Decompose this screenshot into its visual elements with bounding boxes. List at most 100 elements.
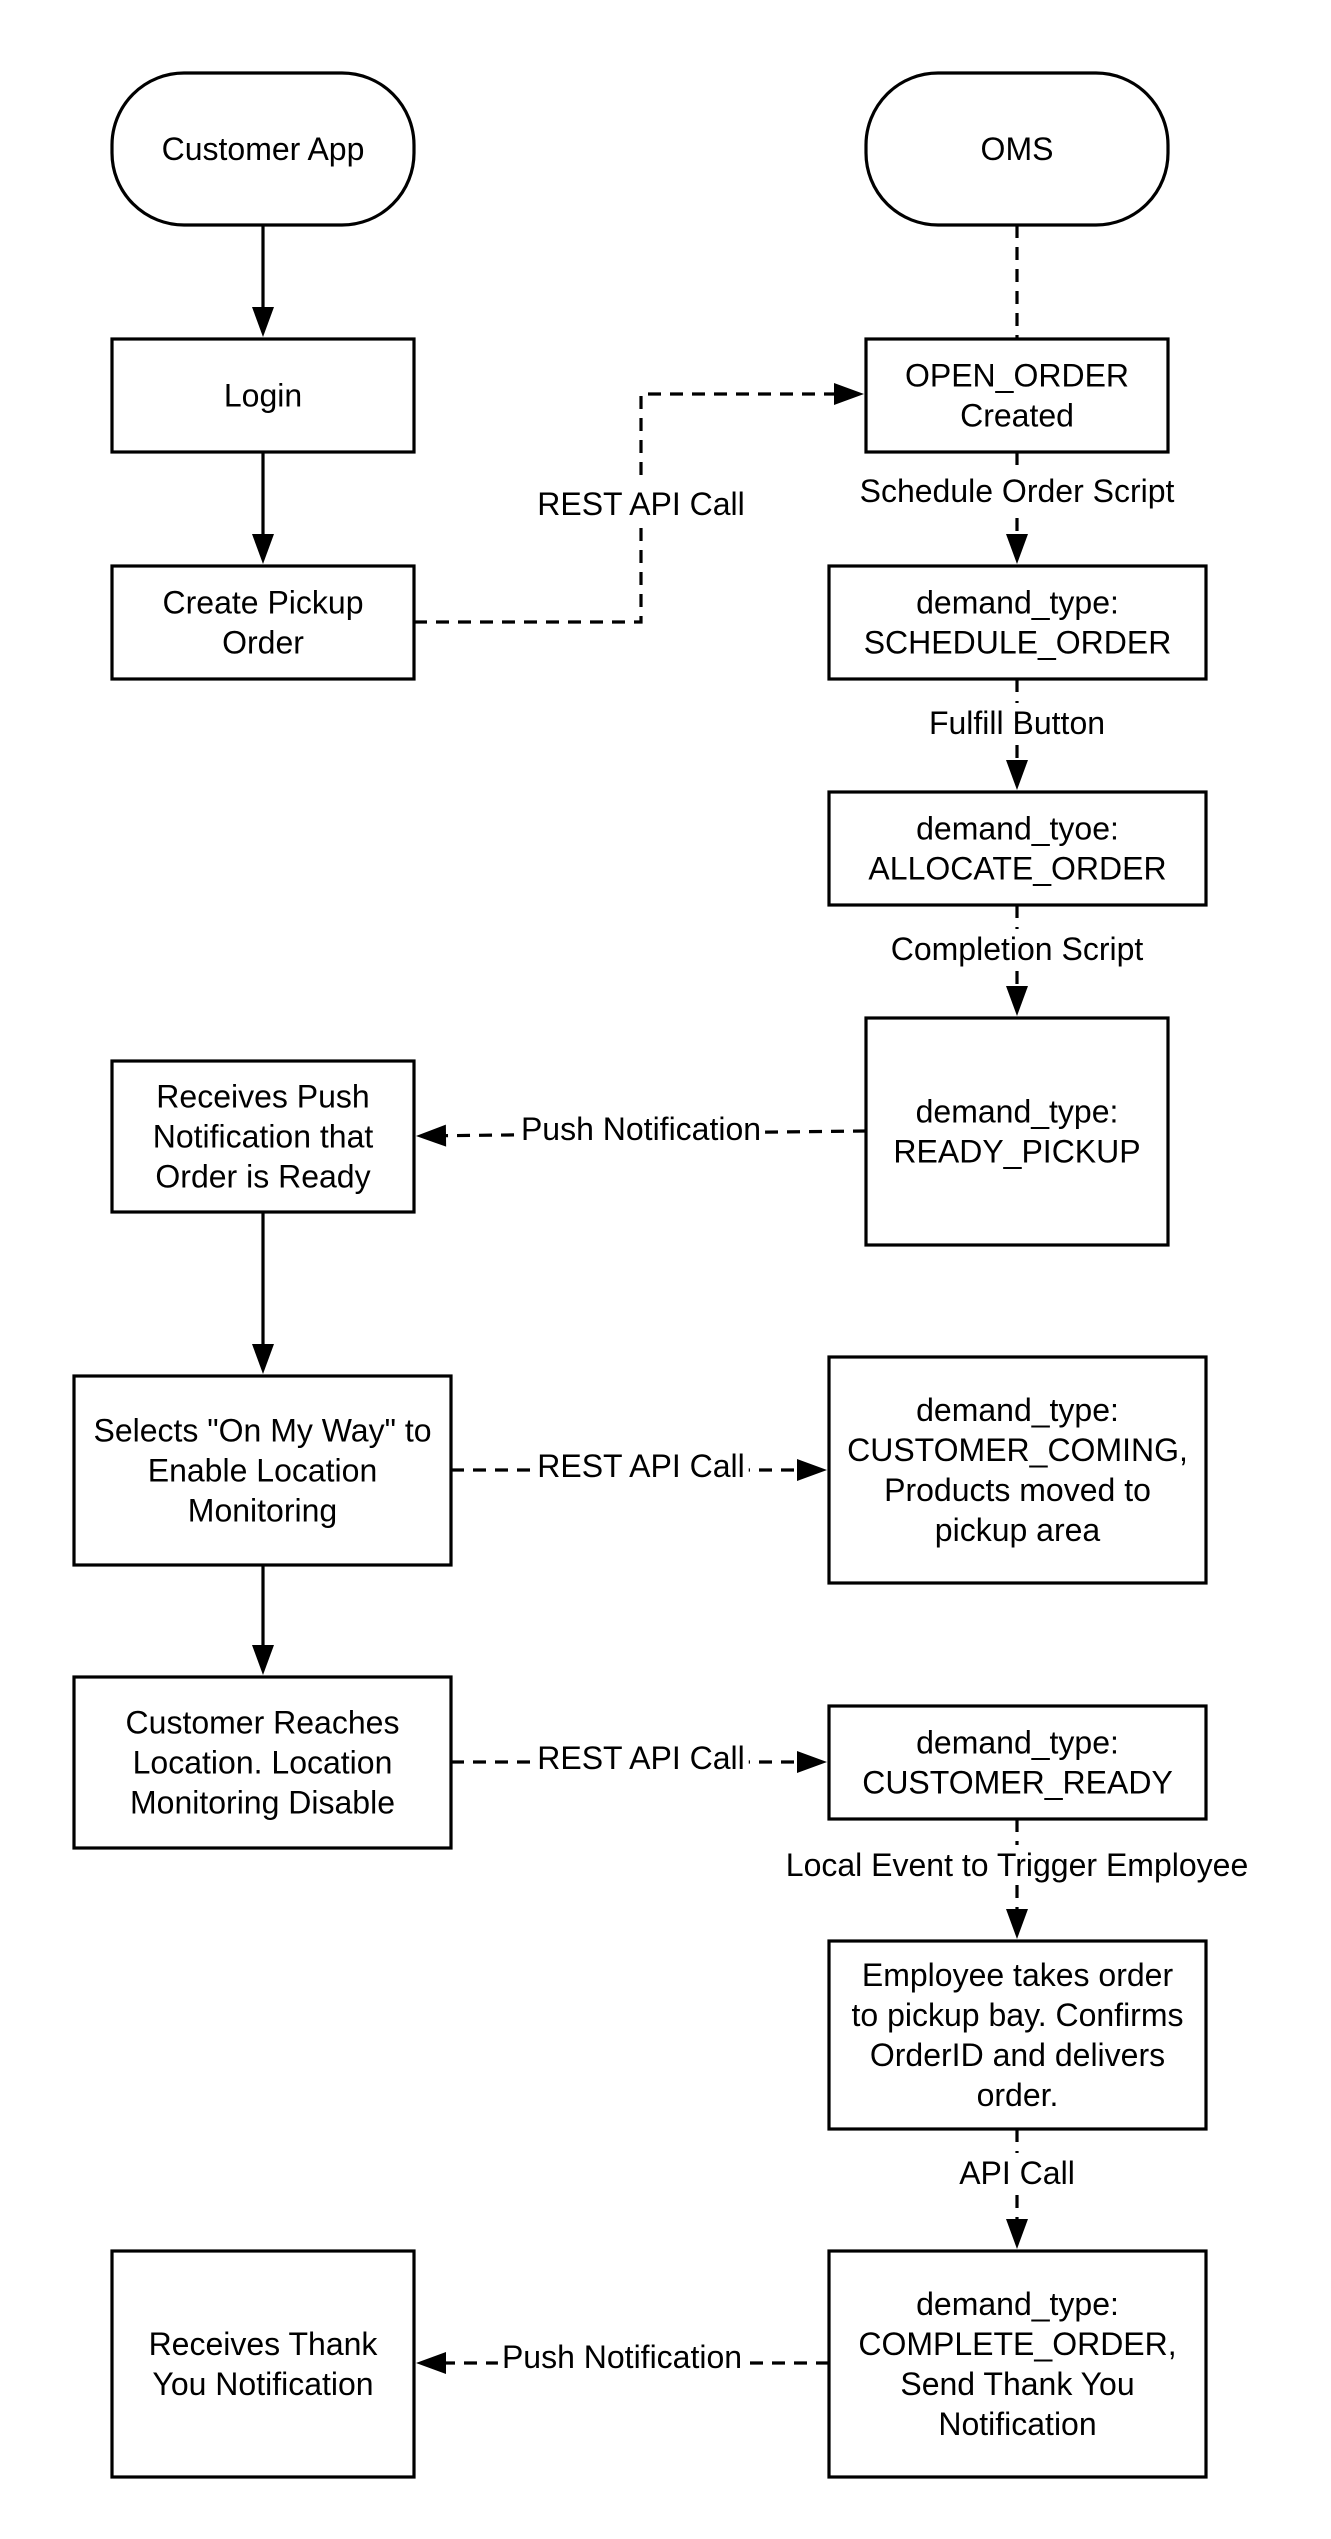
edge-receives-push-to-selects — [252, 1212, 274, 1374]
edge-label-text: Schedule Order Script — [860, 473, 1175, 509]
node-selects-on-my-way: Selects "On My Way" to Enable LocationMon… — [72, 1374, 453, 1567]
label-api-call: API Call — [955, 2153, 1079, 2193]
edge-label-text: REST API Call — [537, 1448, 744, 1484]
edge-reaches-to-customer-ready-arrowhead — [797, 1751, 827, 1773]
node-oms-shape — [864, 71, 1170, 227]
node-customer-coming-text-line: CUSTOMER_COMING, — [847, 1432, 1188, 1468]
node-customer-ready: demand_type: CUSTOMER_READY — [827, 1704, 1208, 1821]
node-customer-coming-shape — [827, 1355, 1208, 1585]
node-schedule-order: demand_type: SCHEDULE_ORDER — [827, 564, 1208, 681]
label-schedule-order-script: Schedule Order Script — [855, 471, 1179, 511]
edge-schedule-to-allocate — [1006, 679, 1028, 790]
edge-ready-to-employee-arrowhead — [1006, 1909, 1028, 1939]
edge-label-text: Completion Script — [891, 931, 1144, 967]
edge-label-text: REST API Call — [537, 1740, 744, 1776]
node-receives-push-text-line: Receives Push — [156, 1079, 369, 1115]
node-complete-order-text-line: COMPLETE_ORDER, — [858, 2326, 1176, 2362]
edge-label-text: REST API Call — [537, 486, 744, 522]
node-customer-reaches-shape — [72, 1675, 453, 1850]
node-schedule-order-text-line: demand_type: — [916, 585, 1119, 621]
edge-selects-to-customer-coming-arrowhead — [797, 1459, 827, 1481]
node-create-pickup-shape — [110, 564, 416, 681]
edge-label-background — [855, 471, 1179, 511]
node-schedule-order-shape — [827, 564, 1208, 681]
node-allocate-order-shape — [827, 790, 1208, 907]
node-customer-coming: demand_type: CUSTOMER_COMING, Products mov… — [827, 1355, 1208, 1585]
label-rest-api-call-2: REST API Call — [533, 1446, 749, 1486]
edge-label-text: Push Notification — [521, 1111, 761, 1147]
node-complete-order-text-line: demand_type: — [916, 2286, 1119, 2322]
node-ready-pickup-text-line: READY_PICKUP — [893, 1134, 1140, 1170]
edge-label-text: API Call — [959, 2155, 1075, 2191]
node-create-pickup-text-line: Order — [222, 625, 304, 661]
label-local-event: Local Event to Trigger Employee — [781, 1845, 1253, 1885]
node-receives-thank-you-text-line: Receives Thank — [149, 2326, 379, 2362]
node-employee-takes-shape — [827, 1939, 1208, 2131]
edge-label-background — [533, 1446, 749, 1486]
node-selects-on-my-way-text-line: Monitoring — [188, 1493, 337, 1529]
edge-receives-push-to-selects-arrowhead — [252, 1344, 274, 1374]
node-customer-ready-text-line: CUSTOMER_READY — [862, 1765, 1173, 1801]
node-customer-coming-text-line: pickup area — [935, 1512, 1101, 1548]
node-customer-ready-text-line: demand_type: — [916, 1725, 1119, 1761]
node-complete-order-text-line: Send Thank You — [900, 2366, 1134, 2402]
edge-selects-to-customer-reaches — [252, 1565, 274, 1675]
node-ready-pickup: demand_type: READY_PICKUP — [864, 1016, 1170, 1247]
node-open-order-shape — [864, 337, 1170, 454]
node-employee-takes-text-line: order. — [977, 2077, 1059, 2113]
node-ready-pickup-text-line: demand_type: — [916, 1094, 1119, 1130]
edge-selects-to-customer-reaches-arrowhead — [252, 1645, 274, 1675]
edge-employee-to-complete-arrowhead — [1006, 2219, 1028, 2249]
node-login: Login — [110, 337, 416, 454]
edge-app-to-login-arrowhead — [252, 307, 274, 337]
edge-allocate-to-ready — [1006, 905, 1028, 1016]
node-selects-on-my-way-text-line: Selects "On My Way" to — [93, 1413, 431, 1449]
label-rest-api-call-1: REST API Call — [533, 484, 749, 524]
node-receives-push-text-line: Notification that — [153, 1119, 374, 1155]
edge-label-text: Local Event to Trigger Employee — [786, 1847, 1248, 1883]
label-push-notification-2: Push Notification — [497, 2337, 747, 2377]
node-receives-thank-you-shape — [110, 2249, 416, 2479]
node-customer-coming-text-line: Products moved to — [884, 1472, 1151, 1508]
edge-login-to-create-arrowhead — [252, 534, 274, 564]
node-customer-reaches-text-line: Customer Reaches — [126, 1705, 400, 1741]
edge-label-background — [533, 1738, 749, 1778]
node-schedule-order-text-line: SCHEDULE_ORDER — [864, 625, 1172, 661]
node-selects-on-my-way-shape — [72, 1374, 453, 1567]
node-receives-thank-you-text-line: You Notification — [152, 2366, 373, 2402]
node-login-shape — [110, 337, 416, 454]
node-customer-coming-text-line: demand_type: — [916, 1392, 1119, 1428]
node-customer-reaches-text-line: Monitoring Disable — [130, 1785, 395, 1821]
node-employee-takes-text-line: OrderID and delivers — [870, 2037, 1165, 2073]
node-complete-order: demand_type: COMPLETE_ORDER, Send Thank Yo… — [827, 2249, 1208, 2479]
node-receives-push-shape — [110, 1059, 416, 1214]
node-employee-takes-text-line: to pickup bay. Confirms — [852, 1997, 1184, 2033]
node-create-pickup-text-line: Create Pickup — [163, 585, 364, 621]
edge-label-background — [924, 703, 1110, 743]
node-employee-takes-text-line: Employee takes order — [862, 1957, 1174, 1993]
node-complete-order-text-line: Notification — [938, 2406, 1096, 2442]
node-allocate-order-text-line: ALLOCATE_ORDER — [868, 851, 1166, 887]
node-selects-on-my-way-text-line: Enable Location — [148, 1453, 378, 1489]
edge-complete-to-thank-you-arrowhead — [416, 2352, 446, 2374]
node-customer-app: Customer App — [110, 71, 416, 227]
node-allocate-order-text-line: demand_tyoe: — [916, 811, 1119, 847]
edge-login-to-create — [252, 452, 274, 564]
edge-label-background — [533, 484, 749, 524]
edge-app-to-login — [252, 225, 274, 337]
node-customer-app-shape — [110, 71, 416, 227]
edge-label-background — [955, 2153, 1079, 2193]
node-open-order-text-line: OPEN_ORDER — [905, 358, 1129, 394]
edge-label-background — [886, 929, 1148, 969]
node-customer-reaches-text-line: Location. Location — [133, 1745, 393, 1781]
node-receives-push-text-line: Order is Ready — [155, 1159, 370, 1195]
label-push-notification-1: Push Notification — [516, 1109, 766, 1149]
edge-open-to-schedule — [1006, 452, 1028, 564]
node-allocate-order: demand_tyoe: ALLOCATE_ORDER — [827, 790, 1208, 907]
